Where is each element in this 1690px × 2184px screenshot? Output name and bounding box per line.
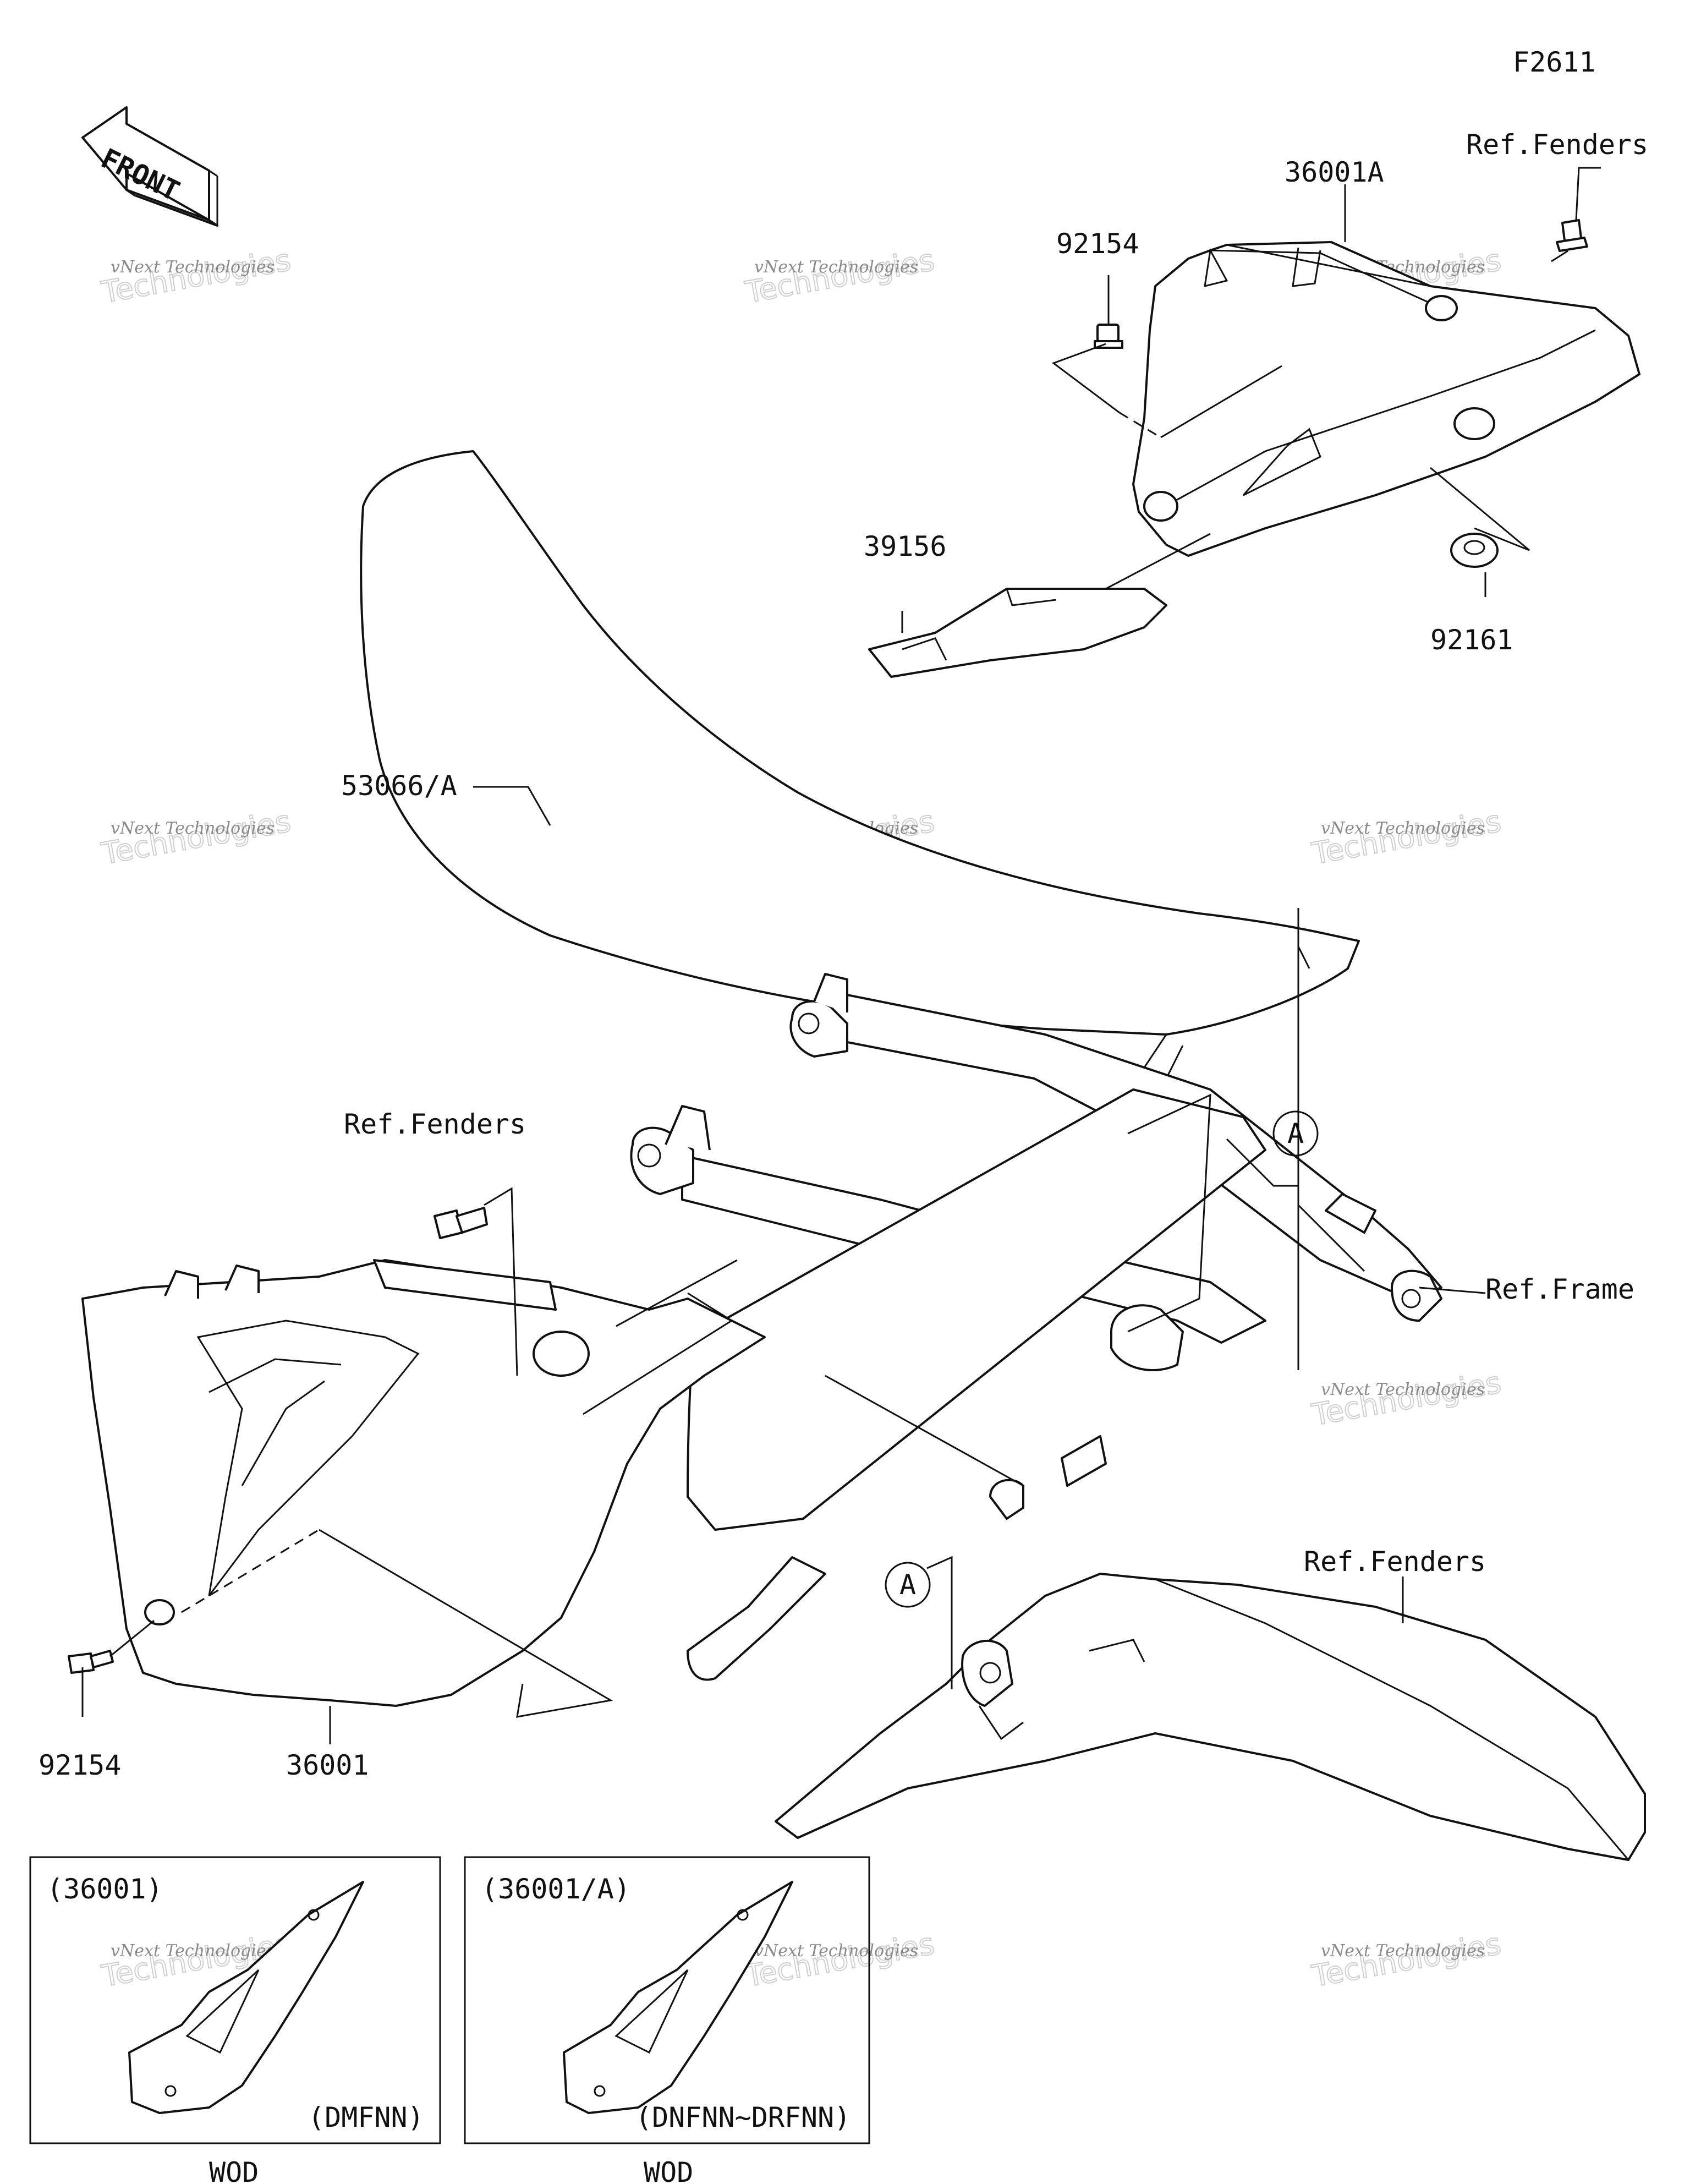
label-ref-fenders-top: Ref.Fenders (1466, 129, 1648, 161)
label-92161: 92161 (1430, 624, 1513, 656)
watermark: vNext Technologies (1321, 1941, 1485, 1961)
leader-lines (81, 167, 1601, 1744)
callout-a-upper: A (1272, 1110, 1319, 1157)
side-cover-left-36001 (81, 1259, 766, 1707)
inset-36001A-caption: WOD (644, 2156, 693, 2184)
watermark: vNext Technologies (1321, 1380, 1485, 1399)
inset-36001A-part: (36001/A) (481, 1873, 630, 1905)
inset-36001A: (36001/A) (DNFNN~DRFNN) WOD (464, 1856, 870, 2184)
watermark: vNext Technologies (1321, 819, 1485, 838)
callout-a-lower: A (885, 1562, 931, 1608)
label-92154-bottom: 92154 (39, 1749, 122, 1781)
watermark: vNext Technologies (111, 1941, 275, 1961)
inset-36001-caption: WOD (209, 2156, 259, 2184)
label-ref-frame: Ref.Frame (1485, 1273, 1634, 1305)
inset-36001-part: (36001) (47, 1873, 163, 1905)
label-36001: 36001 (286, 1749, 369, 1781)
inset-36001-variant: (DMFNN) (308, 2101, 424, 2133)
label-39156: 39156 (864, 530, 947, 562)
bolt-ref-fenders-mid (434, 1207, 488, 1239)
watermark: vNext Technologies (754, 258, 918, 277)
watermark: vNext Technologies (754, 1941, 918, 1961)
label-36001A: 36001A (1285, 156, 1384, 188)
side-cover-right-36001A (1132, 241, 1640, 557)
bolt-92154-top (1094, 324, 1123, 349)
inset-36001: (36001) (DMFNN) WOD (29, 1856, 441, 2184)
label-92154-top: 92154 (1056, 228, 1139, 260)
watermark: vNext Technologies (111, 258, 275, 277)
inset-36001A-variant: (DNFNN~DRFNN) (635, 2101, 851, 2133)
label-ref-fenders-mid: Ref.Fenders (344, 1108, 526, 1140)
bolt-92154-bottom (68, 1650, 114, 1674)
rear-fender-ref (775, 1573, 1646, 1861)
bolt-ref-fenders-top (1551, 219, 1588, 262)
plate-39156 (868, 588, 1167, 678)
front-arrow-icon: FRONT (81, 106, 218, 227)
label-ref-fenders-bottom: Ref.Fenders (1304, 1546, 1486, 1578)
label-53066A: 53066/A (341, 770, 457, 802)
watermark: vNext Technologies (111, 819, 275, 838)
subframe (630, 973, 1442, 1681)
figure-code: F2611 (1513, 46, 1596, 78)
callout-a-lower-label: A (899, 1569, 916, 1601)
callout-a-upper-label: A (1287, 1118, 1304, 1150)
grommet-92161 (1450, 533, 1499, 568)
